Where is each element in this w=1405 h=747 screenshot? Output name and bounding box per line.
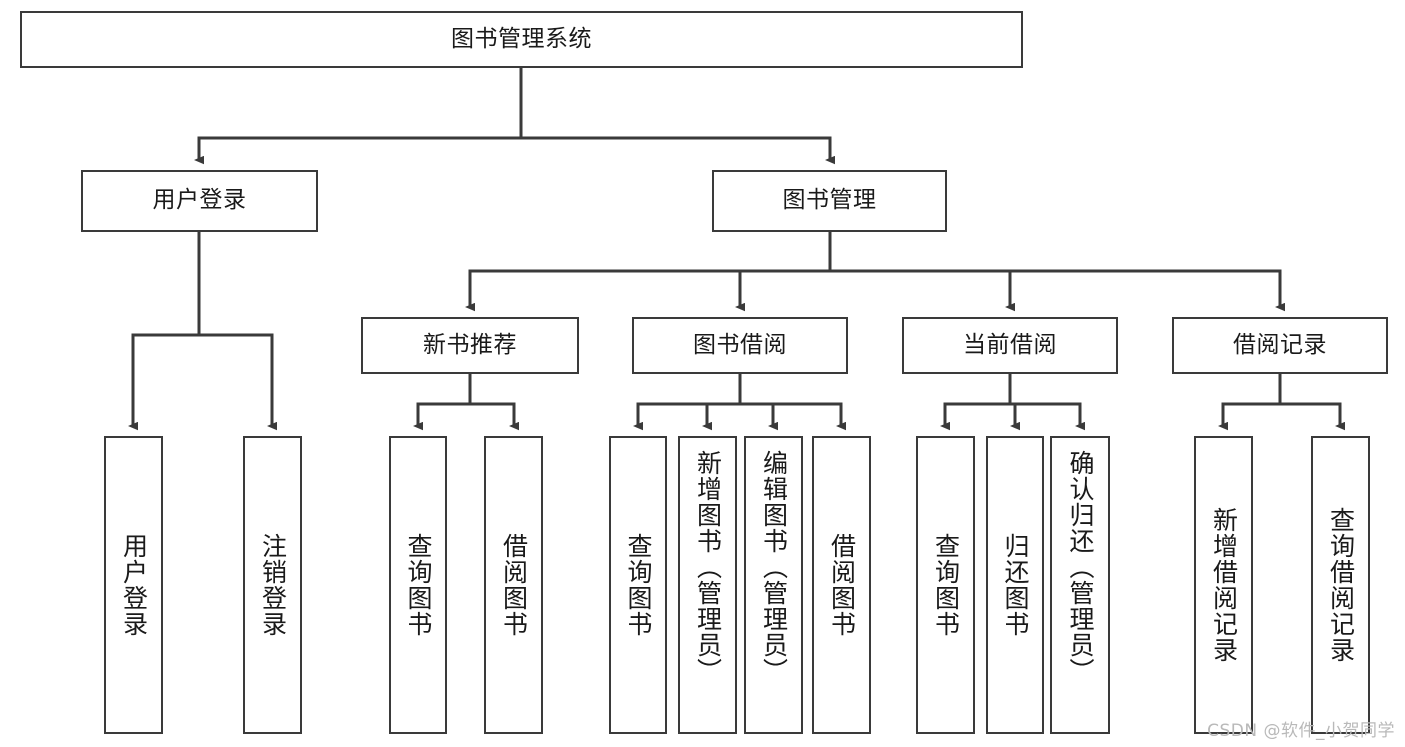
node-book-manage-label: 图书管理 [782,187,877,214]
node-leaf-logout[interactable]: 注销登录 [243,436,302,734]
node-leaf-return-book-label: 归还图书 [1001,533,1030,637]
node-new-book-rec-label: 新书推荐 [423,331,517,358]
node-book-borrow[interactable]: 图书借阅 [632,317,848,374]
node-leaf-edit-book[interactable]: 编辑图书（管理员） [744,436,803,734]
node-leaf-query-book-borrow-label: 查询图书 [624,533,653,637]
node-leaf-confirm-return[interactable]: 确认归还（管理员） [1050,436,1110,734]
node-user-login[interactable]: 用户登录 [81,170,318,232]
node-leaf-add-book-label: 新增图书（管理员） [693,450,723,684]
node-current-borrow[interactable]: 当前借阅 [902,317,1118,374]
node-leaf-user-login-label: 用户登录 [119,533,149,637]
node-leaf-query-book-rec-label: 查询图书 [404,533,433,637]
node-borrow-record[interactable]: 借阅记录 [1172,317,1388,374]
node-leaf-borrow-book[interactable]: 借阅图书 [812,436,871,734]
node-leaf-borrow-book-rec-label: 借阅图书 [499,533,529,637]
node-leaf-borrow-book-label: 借阅图书 [827,533,857,637]
node-leaf-borrow-book-rec[interactable]: 借阅图书 [484,436,543,734]
node-leaf-edit-book-label: 编辑图书（管理员） [759,450,789,684]
node-borrow-record-label: 借阅记录 [1233,331,1327,358]
node-current-borrow-label: 当前借阅 [963,331,1057,358]
node-leaf-add-record-label: 新增借阅记录 [1209,507,1239,663]
node-leaf-logout-label: 注销登录 [258,533,288,637]
node-leaf-query-record-label: 查询借阅记录 [1326,507,1356,663]
node-root-label: 图书管理系统 [451,25,592,52]
node-leaf-return-book[interactable]: 归还图书 [986,436,1044,734]
node-leaf-query-book-cur-label: 查询图书 [931,533,961,637]
node-leaf-confirm-return-label: 确认归还（管理员） [1066,450,1095,684]
node-root[interactable]: 图书管理系统 [20,11,1023,68]
node-leaf-user-login[interactable]: 用户登录 [104,436,163,734]
node-leaf-add-record[interactable]: 新增借阅记录 [1194,436,1253,734]
node-leaf-query-book-cur[interactable]: 查询图书 [916,436,975,734]
node-book-manage[interactable]: 图书管理 [712,170,947,232]
node-user-login-label: 用户登录 [152,187,247,214]
node-leaf-query-book-borrow[interactable]: 查询图书 [609,436,667,734]
node-new-book-rec[interactable]: 新书推荐 [361,317,579,374]
node-leaf-query-book-rec[interactable]: 查询图书 [389,436,447,734]
node-leaf-query-record[interactable]: 查询借阅记录 [1311,436,1370,734]
node-leaf-add-book[interactable]: 新增图书（管理员） [678,436,737,734]
node-book-borrow-label: 图书借阅 [693,331,787,358]
